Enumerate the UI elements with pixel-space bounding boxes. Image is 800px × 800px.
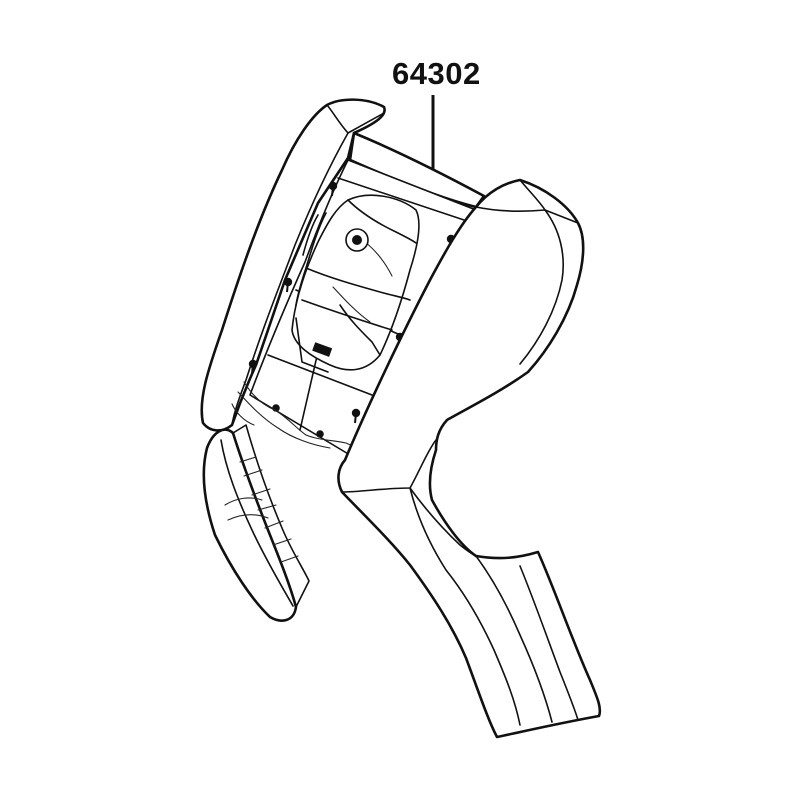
lower-shroud-body xyxy=(337,178,602,739)
upper-cover-body xyxy=(200,98,486,463)
screw-icon xyxy=(283,277,293,293)
screw-icon xyxy=(316,430,324,438)
screw-icon xyxy=(328,181,338,197)
side-clip-part xyxy=(202,424,310,622)
screw-icon xyxy=(248,359,258,375)
screw-icon xyxy=(351,408,361,424)
part-number-label: 64302 xyxy=(392,56,481,91)
